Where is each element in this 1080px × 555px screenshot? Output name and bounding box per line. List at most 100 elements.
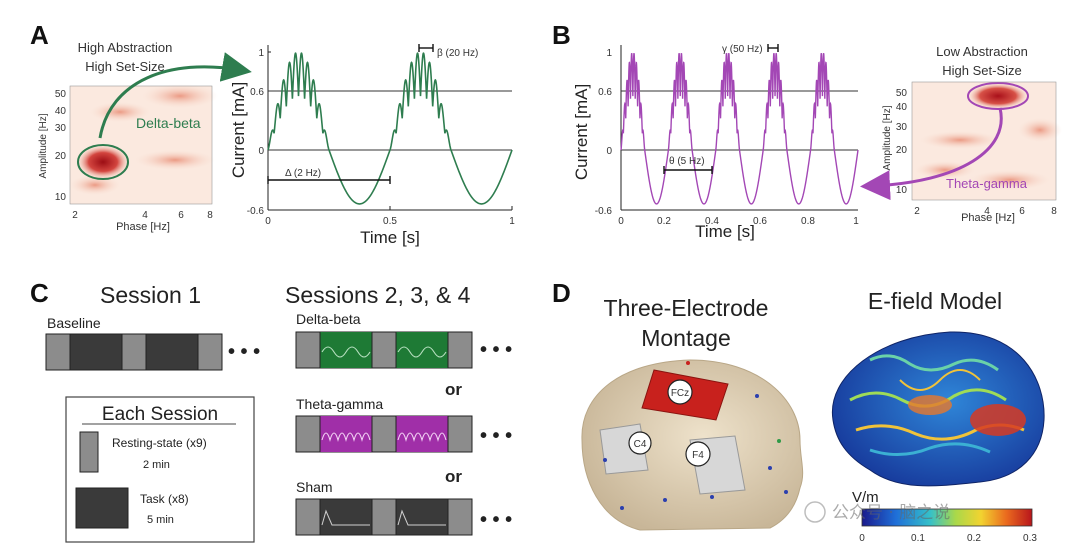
panel-b-wave-xlabel: Time [s]: [695, 222, 755, 241]
panel-b-slow-label: θ (5 Hz): [669, 156, 705, 167]
panel-a-heatmap-ylabel: Amplitude [Hz]: [38, 113, 49, 178]
panel-d-montage-title-line1: Three-Electrode: [604, 295, 769, 321]
panel-c-letter: C: [30, 278, 49, 308]
panel-a-heatmap-ytick: 30: [55, 123, 67, 134]
panel-a-heatmap-label: Delta-beta: [136, 115, 201, 131]
panel-b-wave-xtick: 0: [618, 216, 624, 227]
panel-b-heatmap-ytick: 50: [896, 88, 908, 99]
panel-b-heatmap-ylabel: Amplitude [Hz]: [882, 105, 893, 170]
electrode-f4-label: F4: [692, 450, 704, 461]
panel-c-legend-task-duration: 5 min: [147, 514, 174, 526]
panel-b-heatmap-ytick: 10: [896, 185, 908, 196]
panel-b-wave-ylabel: Current [mA]: [572, 84, 591, 180]
legend-task-swatch: [75, 487, 129, 529]
panel-c-theta-gamma-timeline: [295, 415, 473, 453]
panel-b-heatmap-xlabel: Phase [Hz]: [961, 212, 1015, 224]
panel-a-wave-ytick: -0.6: [247, 206, 265, 217]
panel-b-wave-xtick: 0.4: [705, 216, 719, 227]
panel-a-heatmap-ytick: 50: [55, 89, 67, 100]
panel-b-letter: B: [552, 20, 571, 50]
panel-c-baseline-ellipsis: • • •: [228, 341, 260, 363]
electrode-fcz-marker: [667, 379, 693, 405]
panel-d-colorbar-tick: 0: [859, 533, 865, 544]
panel-d-colorbar-tick: 0.3: [1023, 533, 1037, 544]
panel-c-delta-beta-ellipsis: • • •: [480, 339, 512, 361]
panel-a-fast-label: β (20 Hz): [437, 48, 478, 59]
panel-c-legend-task-label: Task (x8): [140, 492, 189, 506]
panel-c-legend-title: Each Session: [102, 404, 218, 425]
panel-b-note-line1: Low Abstraction: [936, 44, 1028, 59]
panel-c-sessions234-title: Sessions 2, 3, & 4: [285, 282, 471, 308]
panel-c-or-label: or: [445, 467, 462, 486]
panel-c-theta-gamma-ellipsis: • • •: [480, 425, 512, 447]
panel-b-wave-ytick: 0: [606, 146, 612, 157]
watermark-text: 公众号 · 脑之说: [832, 503, 950, 523]
panel-b-heatmap-ytick: 30: [896, 122, 908, 133]
wechat-icon: [804, 501, 826, 523]
panel-d-letter: D: [552, 278, 571, 308]
watermark: 公众号 · 脑之说: [804, 501, 950, 523]
panel-d-colorbar-tick: 0.2: [967, 533, 981, 544]
panel-a-wave-xtick: 1: [509, 216, 515, 227]
panel-b-heatmap-label: Theta-gamma: [946, 176, 1028, 191]
panel-c-baseline-timeline: [45, 333, 223, 371]
panel-c-baseline-label: Baseline: [47, 315, 101, 331]
panel-b-arrow: [860, 107, 1003, 201]
panel-d-efield-brain: [831, 331, 1045, 487]
panel-a-heatmap-xlabel: Phase [Hz]: [116, 221, 170, 233]
panel-a-letter: A: [30, 20, 49, 50]
panel-a-waveform: [267, 52, 513, 205]
panel-a-note-line2: High Set-Size: [85, 59, 164, 74]
panel-a-heatmap-xtick: 6: [178, 210, 184, 221]
panel-a-heatmap-ytick: 10: [55, 192, 67, 203]
panel-c-legend-rest-label: Resting-state (x9): [112, 436, 207, 450]
panel-d-head-montage: [581, 359, 804, 531]
legend-rest-swatch: [79, 431, 99, 473]
panel-b-heatmap-xtick: 4: [984, 206, 990, 217]
panel-d-efield-title: E-field Model: [868, 288, 1002, 314]
panel-c-session1-title: Session 1: [100, 282, 201, 308]
panel-a-heatmap-xtick: 2: [72, 210, 78, 221]
panel-b-wave-xtick: 0.8: [801, 216, 815, 227]
panel-b-wave-xtick: 0.2: [657, 216, 671, 227]
electrode-c4-label: C4: [634, 439, 647, 450]
panel-b-heatmap-highlight: [967, 82, 1029, 110]
panel-b-wave-xtick: 1: [853, 216, 859, 227]
panel-b-wave-ytick: -0.6: [595, 206, 613, 217]
panel-b-wave-ytick: 1: [606, 48, 612, 59]
panel-c-theta-gamma-label: Theta-gamma: [296, 396, 383, 412]
panel-b-wave-plot: [620, 45, 859, 211]
panel-b-wave-xtick: 0.6: [753, 216, 767, 227]
panel-a-wave-xlabel: Time [s]: [360, 228, 420, 247]
panel-a-wave-ytick: 0: [258, 146, 264, 157]
panel-c-or-label: or: [445, 380, 462, 399]
panel-d-colorbar: [861, 508, 1033, 527]
panel-a-heatmap-ytick: 20: [55, 151, 67, 162]
panel-c-legend-rest-duration: 2 min: [143, 459, 170, 471]
electrode-f4-marker: [685, 441, 711, 467]
panel-a-heatmap-ytick: 40: [55, 106, 67, 117]
panel-b-heatmap: [911, 81, 1062, 201]
electrode-c4-marker: [628, 431, 652, 455]
panel-d-colorbar-tick: 0.1: [911, 533, 925, 544]
panel-b-note-line2: High Set-Size: [942, 63, 1021, 78]
panel-c-sham-label: Sham: [296, 479, 333, 495]
panel-d-montage-title-line2: Montage: [641, 325, 731, 351]
panel-a-wave-ytick: 0.6: [250, 87, 264, 98]
panel-a-heatmap-xtick: 4: [142, 210, 148, 221]
panel-d-colorbar-unit: V/m: [852, 489, 879, 506]
panel-c-delta-beta-label: Delta-beta: [296, 311, 361, 327]
panel-b-heatmap-xtick: 8: [1051, 206, 1057, 217]
panel-a-heatmap-highlight: [77, 144, 129, 180]
panel-a-wave-ytick: 1: [258, 48, 264, 59]
panel-a-wave-plot: [267, 45, 513, 211]
panel-c-sham-ellipsis: • • •: [480, 509, 512, 531]
panel-a-wave-xtick: 0.5: [383, 216, 397, 227]
panel-c-delta-beta-timeline: [295, 331, 473, 369]
panel-a-slow-label: Δ (2 Hz): [285, 168, 321, 179]
panel-a-note-line1: High Abstraction: [78, 40, 173, 55]
panel-a-heatmap: [69, 84, 218, 205]
panel-b-waveform: [620, 53, 859, 205]
